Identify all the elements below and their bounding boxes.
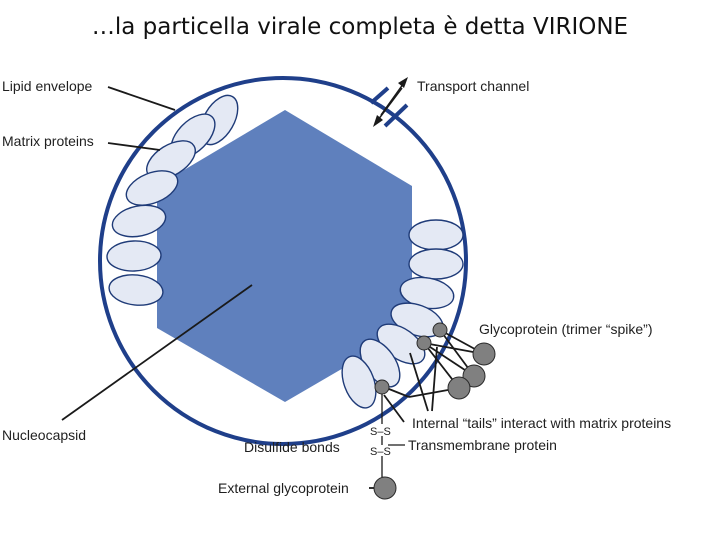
glycoprotein-spike-head xyxy=(447,376,471,400)
glycoprotein-tail-node xyxy=(432,322,448,338)
glycoprotein-spike-head xyxy=(462,364,486,388)
matrix-protein xyxy=(341,355,377,409)
leader-nucleocapsid xyxy=(61,284,253,421)
nucleocapsid-hexagon xyxy=(157,110,412,402)
disulfide-connector xyxy=(381,394,405,477)
lipid-envelope-circle xyxy=(98,76,468,446)
label-nucleocapsid: Nucleocapsid xyxy=(2,427,86,443)
slide-title: …la particella virale completa è detta V… xyxy=(91,14,629,40)
transport-arrowhead-in xyxy=(373,115,383,127)
matrix-protein xyxy=(106,240,162,272)
label-external-glycoprotein: External glycoprotein xyxy=(218,480,349,496)
glycoprotein-tail-node xyxy=(416,335,432,351)
leader-matrix-proteins xyxy=(107,142,161,151)
label-matrix-proteins: Matrix proteins xyxy=(2,133,94,149)
label-transport-channel: Transport channel xyxy=(417,78,529,94)
label-disulfide-bonds: Disulfide bonds xyxy=(244,439,340,455)
matrix-protein xyxy=(111,204,167,238)
label-ss-top: S–S xyxy=(370,426,391,438)
label-glycoprotein-spike: Glycoprotein (trimer “spike”) xyxy=(479,321,652,337)
label-ss-bottom: S–S xyxy=(370,446,391,458)
label-lipid-envelope: Lipid envelope xyxy=(2,78,93,94)
label-transmembrane-protein: Transmembrane protein xyxy=(408,437,557,453)
external-glycoprotein-head xyxy=(373,476,397,500)
glycoprotein-tail-node xyxy=(374,379,390,395)
leader-lipid-envelope xyxy=(107,86,176,111)
matrix-protein xyxy=(408,219,464,251)
matrix-proteins-left xyxy=(106,94,239,306)
transport-channel xyxy=(369,77,409,128)
glycoproteins xyxy=(373,322,496,500)
matrix-protein xyxy=(108,274,164,306)
leader-lines xyxy=(61,86,374,489)
matrix-protein xyxy=(408,248,464,280)
matrix-protein xyxy=(125,170,179,206)
transport-arrowhead-out xyxy=(398,77,408,88)
label-internal-tails: Internal “tails” interact with matrix pr… xyxy=(412,415,671,431)
glycoprotein-spike-head xyxy=(472,342,496,366)
